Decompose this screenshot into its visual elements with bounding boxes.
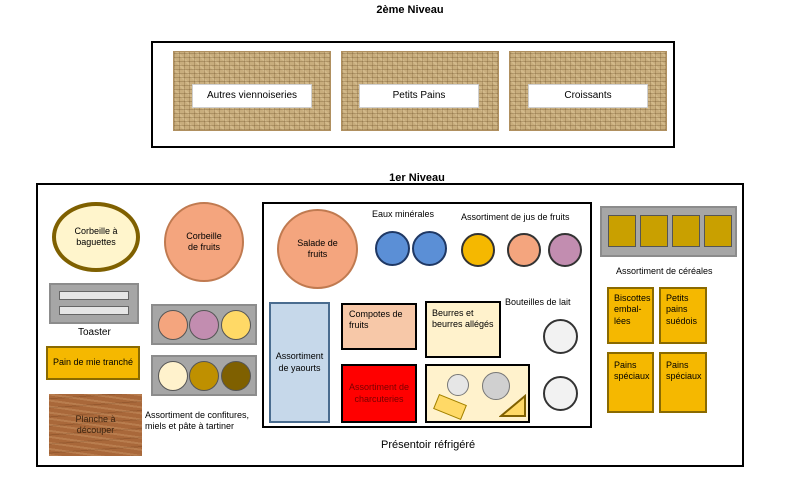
confitures-tray-2: [151, 355, 257, 396]
spread-jar-brown: [221, 361, 251, 391]
salade-label: Salade de fruits: [297, 237, 338, 259]
jam-jar-yellow: [221, 310, 251, 340]
yaourts: Assortiment de yaourts: [269, 302, 330, 423]
fridge-title: Présentoir réfrigéré: [381, 439, 476, 451]
pain-de-mie-label: Pain de mie tranché: [52, 357, 134, 368]
plateau-fromages: [425, 364, 530, 423]
confitures-label: Assortiment de confitures, miels et pâte…: [145, 410, 250, 432]
toaster-slot-2: [59, 306, 129, 315]
honey-jar-gold: [189, 361, 219, 391]
cereal-bin-2: [640, 215, 668, 247]
jam-jar-salmon: [158, 310, 188, 340]
planche-a-decouper: Planche à découper: [49, 394, 142, 456]
yaourts-label: Assortiment de yaourts: [275, 351, 324, 373]
cheese-block: [433, 393, 467, 421]
toaster-label: Toaster: [78, 327, 111, 338]
cereal-bin-4: [704, 215, 732, 247]
cereales-label: Assortiment de céréales: [616, 266, 713, 276]
toaster: [49, 283, 139, 324]
cheese-round-1: [447, 374, 469, 396]
juice-bottle-orange: [461, 233, 495, 267]
cereales-dispenser: [600, 206, 737, 257]
pains-speciaux-1-label: Pains spéciaux: [614, 360, 650, 382]
lait-label: Bouteilles de lait: [505, 297, 571, 307]
basket-fruits: Corbeille de fruits: [164, 202, 244, 282]
basket-baguettes: Corbeille à baguettes: [52, 202, 140, 272]
milk-bottle-2: [543, 376, 578, 411]
compotes: Compotes de fruits: [341, 303, 417, 350]
charcuteries-label: Assortiment de charcuteries: [348, 382, 410, 404]
label-autres-viennoiseries: Autres viennoiseries: [192, 84, 312, 108]
pains-speciaux-2: Pains spéciaux: [659, 352, 707, 413]
juice-bottle-mauve: [548, 233, 582, 267]
salade-de-fruits: Salade de fruits: [277, 209, 358, 289]
beurres-label: Beurres et beurres allégés: [432, 308, 494, 330]
basket-fruits-label: Corbeille de fruits: [186, 230, 222, 252]
confitures-tray-1: [151, 304, 257, 345]
honey-jar-cream: [158, 361, 188, 391]
cereal-bin-3: [672, 215, 700, 247]
level2-title: 2ème Niveau: [376, 4, 444, 16]
presentoir-refrigere: [262, 202, 592, 428]
jus-label: Assortiment de jus de fruits: [461, 212, 570, 222]
cheese-round-2: [482, 372, 510, 400]
pains-speciaux-1: Pains spéciaux: [607, 352, 654, 413]
charcuteries: Assortiment de charcuteries: [341, 364, 417, 423]
milk-bottle-1: [543, 319, 578, 354]
petits-pains-suedois-label: Petits pains suédois: [666, 293, 698, 326]
petits-pains-suedois: Petits pains suédois: [659, 287, 707, 344]
eaux-label: Eaux minérales: [372, 209, 435, 219]
planche-label: Planche à découper: [75, 413, 116, 435]
water-bottle-2: [412, 231, 447, 266]
level1-title: 1er Niveau: [389, 172, 445, 184]
toaster-slot-1: [59, 291, 129, 300]
label-croissants: Croissants: [528, 84, 648, 108]
jam-jar-mauve: [189, 310, 219, 340]
compotes-label: Compotes de fruits: [349, 309, 403, 331]
beurres: Beurres et beurres allégés: [425, 301, 501, 358]
juice-bottle-salmon: [507, 233, 541, 267]
water-bottle-1: [375, 231, 410, 266]
cheese-wedge: [499, 394, 526, 417]
biscottes: Biscottes embal-lées: [607, 287, 654, 344]
pain-de-mie: Pain de mie tranché: [46, 346, 140, 380]
pains-speciaux-2-label: Pains spéciaux: [666, 360, 702, 382]
biscottes-label: Biscottes embal-lées: [614, 293, 651, 326]
cereal-bin-1: [608, 215, 636, 247]
basket-baguettes-label: Corbeille à baguettes: [74, 225, 118, 247]
label-petits-pains: Petits Pains: [359, 84, 479, 108]
